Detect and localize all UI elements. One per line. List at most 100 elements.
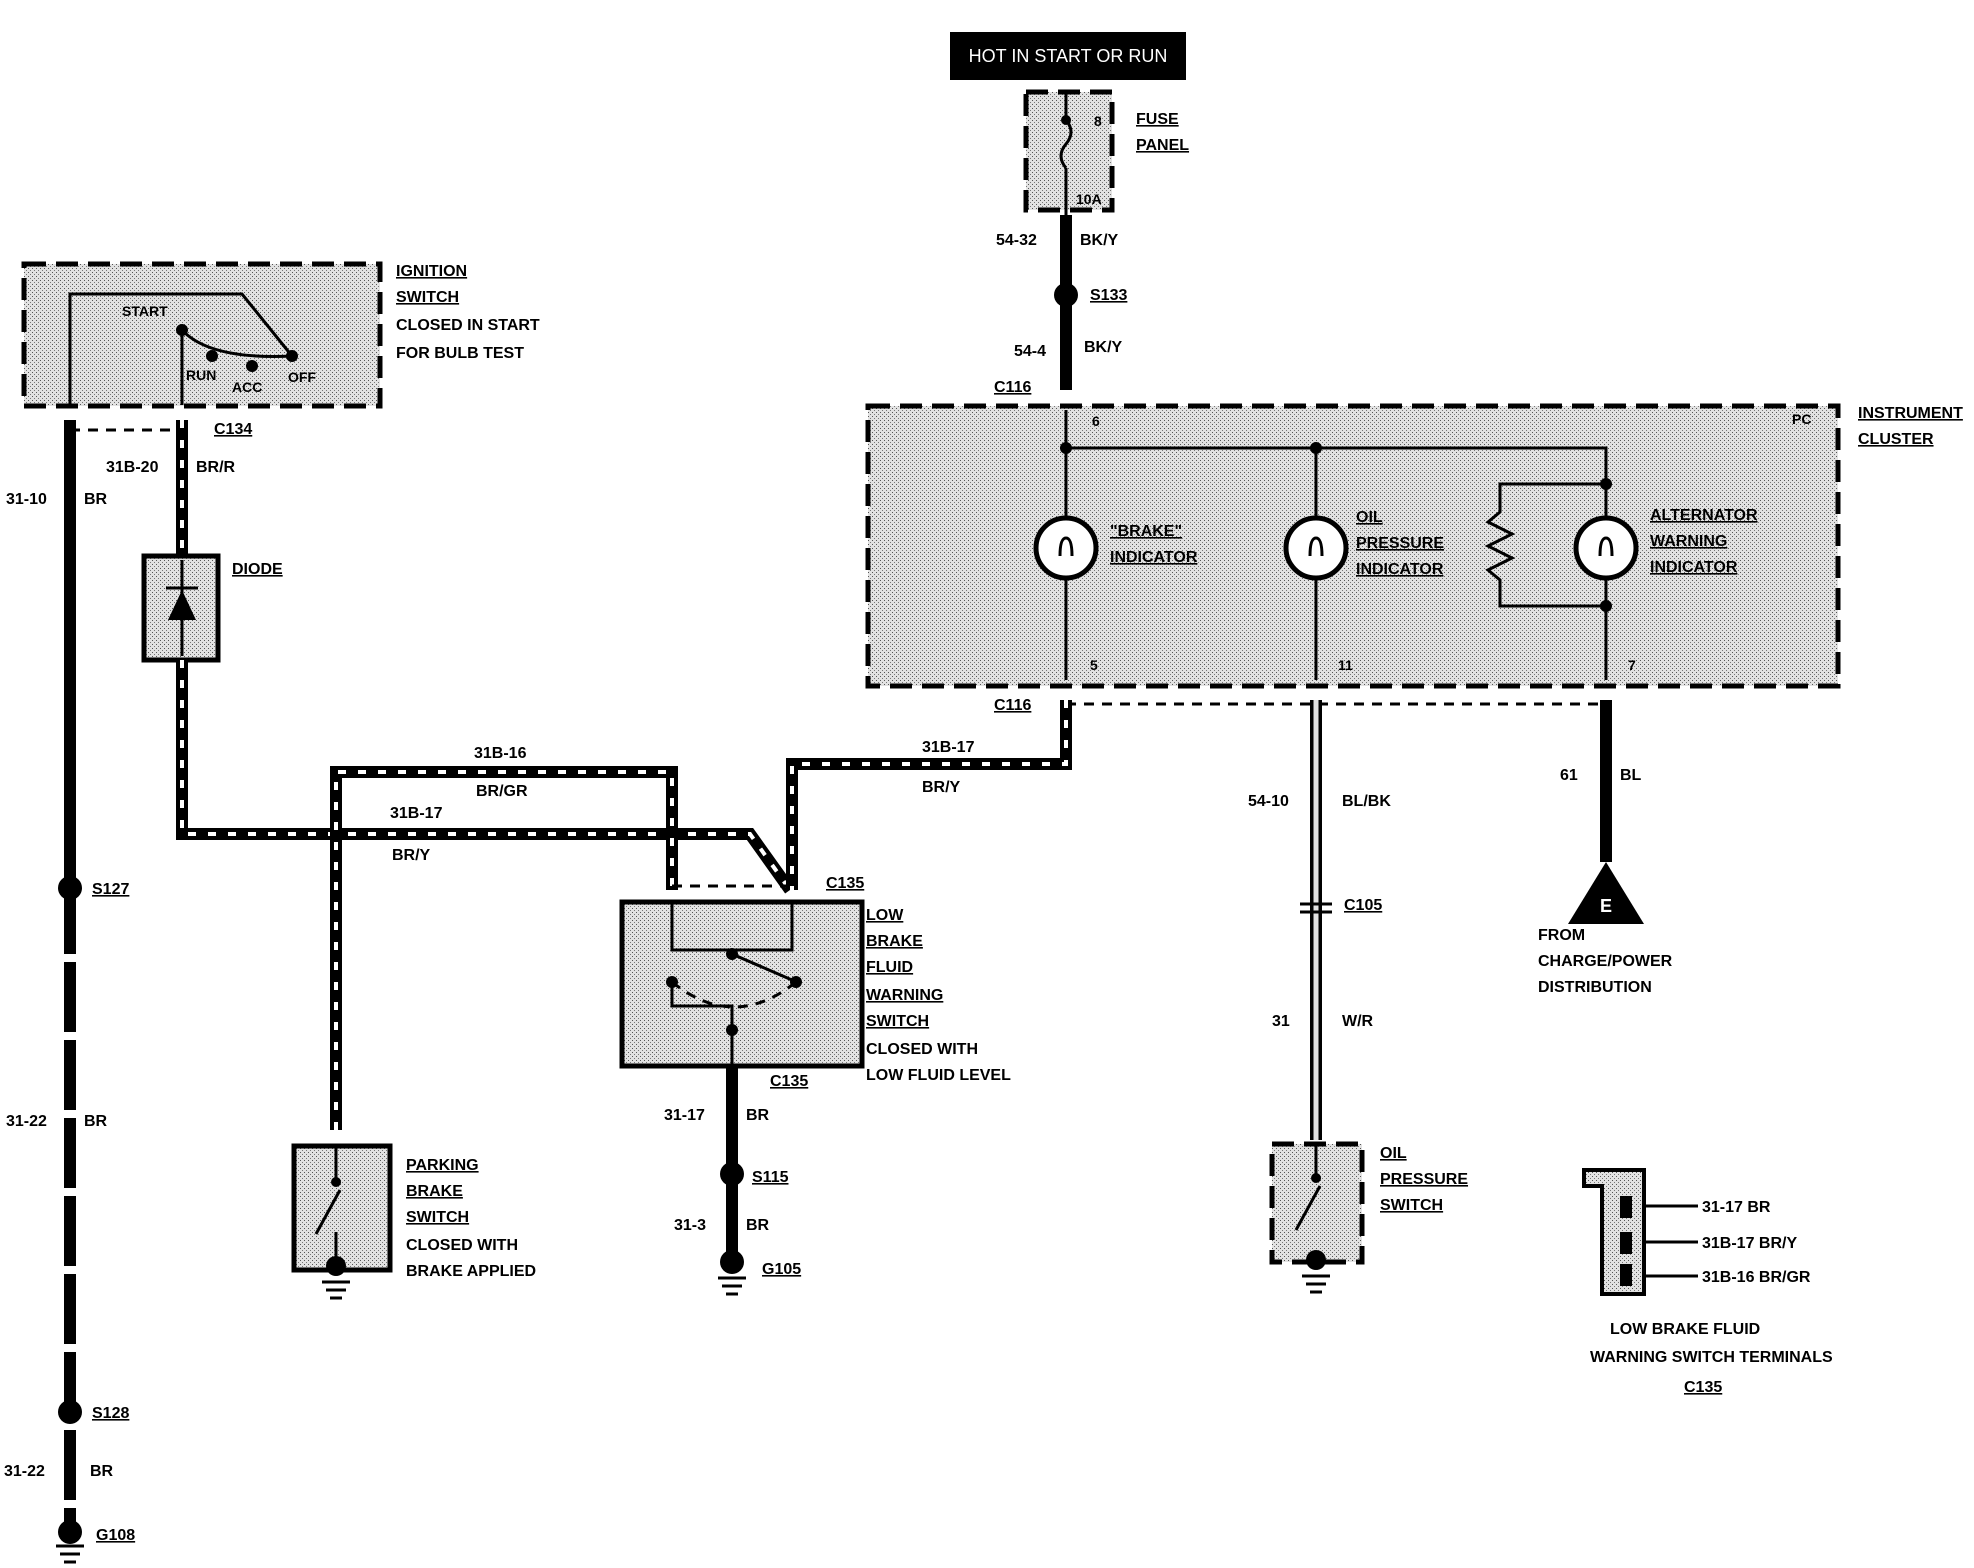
- ground-g108-label: G108: [96, 1527, 135, 1544]
- parking-line-2: BRAKE: [406, 1183, 463, 1200]
- wire-31-circuit: 31: [1272, 1013, 1290, 1030]
- parking-line-1: PARKING: [406, 1157, 479, 1174]
- cluster-title-2: CLUSTER: [1858, 431, 1934, 448]
- splice-s128-label: S128: [92, 1405, 129, 1422]
- parking-brake-switch: [291, 1143, 393, 1300]
- cluster-pin-7: 7: [1628, 657, 1636, 673]
- low-brake-line-3: FLUID: [866, 959, 913, 976]
- connector-c134: C134: [214, 421, 252, 438]
- splice-s128: [58, 1400, 82, 1424]
- low-brake-line-1: LOW: [866, 907, 904, 924]
- wire-31b-16-circuit: 31B-16: [474, 745, 527, 762]
- wire-31b-17-a-circuit: 31B-17: [390, 805, 443, 822]
- wire-54-32-color: BK/Y: [1080, 232, 1119, 249]
- wire-31b-16-color: BR/GR: [476, 783, 528, 800]
- ignition-title-2: SWITCH: [396, 289, 459, 306]
- ignition-note-2: FOR BULB TEST: [396, 345, 524, 362]
- parking-note-2: BRAKE APPLIED: [406, 1263, 536, 1280]
- fuse-title-2: PANEL: [1136, 137, 1189, 154]
- instrument-cluster: PC INSTRUMENT CLUSTER 6 5 11 7 "BRAKE" I…: [865, 403, 1963, 689]
- terminal-caption-2: WARNING SWITCH TERMINALS: [1590, 1349, 1833, 1366]
- cluster-pin-11: 11: [1338, 657, 1353, 673]
- low-brake-note-2: LOW FLUID LEVEL: [866, 1067, 1011, 1084]
- wire-31-3-circuit: 31-3: [674, 1217, 706, 1234]
- wire-54-32-circuit: 54-32: [996, 232, 1037, 249]
- wire-31-10-circuit: 31-10: [6, 491, 47, 508]
- charge-distribution-triangle-icon: [1568, 862, 1644, 924]
- wire-31b-17-a-color: BR/Y: [392, 847, 431, 864]
- wire-31-17-circuit: 31-17: [664, 1107, 705, 1124]
- low-brake-line-4: WARNING: [866, 987, 943, 1004]
- wire-31b-17-b-circuit: 31B-17: [922, 739, 975, 756]
- charge-line-2: CHARGE/POWER: [1538, 953, 1673, 970]
- wire-54-4-color: BK/Y: [1084, 339, 1123, 356]
- wire-31-color: W/R: [1342, 1013, 1374, 1030]
- ground-g105-label: G105: [762, 1261, 801, 1278]
- wire-31b-17-a: [180, 660, 792, 892]
- terminal-caption-3: C135: [1684, 1379, 1722, 1396]
- charge-letter: E: [1600, 896, 1612, 916]
- charge-line-3: DISTRIBUTION: [1538, 979, 1652, 996]
- ignition-pos-start: START: [122, 303, 168, 319]
- low-brake-note-1: CLOSED WITH: [866, 1041, 978, 1058]
- diode-label: DIODE: [232, 561, 283, 578]
- wire-54-10-color: BL/BK: [1342, 793, 1391, 810]
- oil-pressure-switch: [1269, 1141, 1365, 1294]
- low-brake-line-5: SWITCH: [866, 1013, 929, 1030]
- wire-31b-20-color: BR/R: [196, 459, 236, 476]
- oil-indicator-label-3: INDICATOR: [1356, 561, 1444, 578]
- fuse-title-1: FUSE: [1136, 111, 1179, 128]
- brake-indicator-label-1: "BRAKE": [1110, 523, 1182, 540]
- cluster-title-1: INSTRUMENT: [1858, 405, 1963, 422]
- ignition-switch: START RUN ACC OFF IGNITION SWITCH CLOSED…: [21, 261, 540, 409]
- alt-indicator-label-2: WARNING: [1650, 533, 1727, 550]
- parking-note-1: CLOSED WITH: [406, 1237, 518, 1254]
- ground-g108-icon: [56, 1520, 84, 1564]
- splice-s115: [720, 1162, 744, 1186]
- ignition-title-1: IGNITION: [396, 263, 467, 280]
- low-brake-line-2: BRAKE: [866, 933, 923, 950]
- oil-switch-line-1: OIL: [1380, 1145, 1407, 1162]
- connector-c116-top: C116: [994, 379, 1031, 396]
- oil-pressure-indicator-lamp-icon: [1283, 515, 1349, 581]
- oil-indicator-label-2: PRESSURE: [1356, 535, 1444, 552]
- splice-s127: [58, 876, 82, 900]
- alt-indicator-label-3: INDICATOR: [1650, 559, 1738, 576]
- cluster-pc-label: PC: [1792, 411, 1811, 427]
- wire-31b-20-circuit: 31B-20: [106, 459, 159, 476]
- ground-g105-icon: [718, 1250, 746, 1296]
- c135-terminal-view: [1582, 1168, 1698, 1296]
- ignition-pos-acc: ACC: [232, 379, 262, 395]
- brake-indicator-label-2: INDICATOR: [1110, 549, 1198, 566]
- wire-31-22-a-circuit: 31-22: [6, 1113, 47, 1130]
- diode: [141, 553, 221, 663]
- low-brake-fluid-warning-switch: [619, 899, 865, 1069]
- wire-61-color: BL: [1620, 767, 1642, 784]
- wire-31-17-color: BR: [746, 1107, 770, 1124]
- oil-switch-line-2: PRESSURE: [1380, 1171, 1468, 1188]
- terminal-1-label: 31-17 BR: [1702, 1199, 1771, 1216]
- splice-s115-label: S115: [752, 1169, 789, 1186]
- fuse-rating: 10A: [1076, 191, 1102, 207]
- wire-31b-16: [334, 770, 674, 1130]
- terminal-3-label: 31B-16 BR/GR: [1702, 1269, 1811, 1286]
- svg-text:HOT IN START OR RUN: HOT IN START OR RUN: [969, 46, 1168, 66]
- wire-31b-17-b-color: BR/Y: [922, 779, 961, 796]
- wire-54-10-circuit: 54-10: [1248, 793, 1289, 810]
- charge-line-1: FROM: [1538, 927, 1585, 944]
- parking-line-3: SWITCH: [406, 1209, 469, 1226]
- fuse-panel: 8 10A FUSE PANEL: [1023, 89, 1189, 215]
- connector-c135-bottom: C135: [770, 1073, 808, 1090]
- wire-31-22-b-circuit: 31-22: [4, 1463, 45, 1480]
- hot-in-start-or-run-label: HOT IN START OR RUN: [950, 32, 1186, 80]
- connector-c105: C105: [1344, 897, 1382, 914]
- wire-31-3-color: BR: [746, 1217, 770, 1234]
- wire-31-10-color: BR: [84, 491, 108, 508]
- connector-c135-top: C135: [826, 875, 864, 892]
- cluster-pin-5: 5: [1090, 657, 1098, 673]
- wire-54-4-circuit: 54-4: [1014, 343, 1046, 360]
- oil-switch-line-3: SWITCH: [1380, 1197, 1443, 1214]
- terminal-caption-1: LOW BRAKE FLUID: [1610, 1321, 1760, 1338]
- splice-s133: [1054, 283, 1078, 307]
